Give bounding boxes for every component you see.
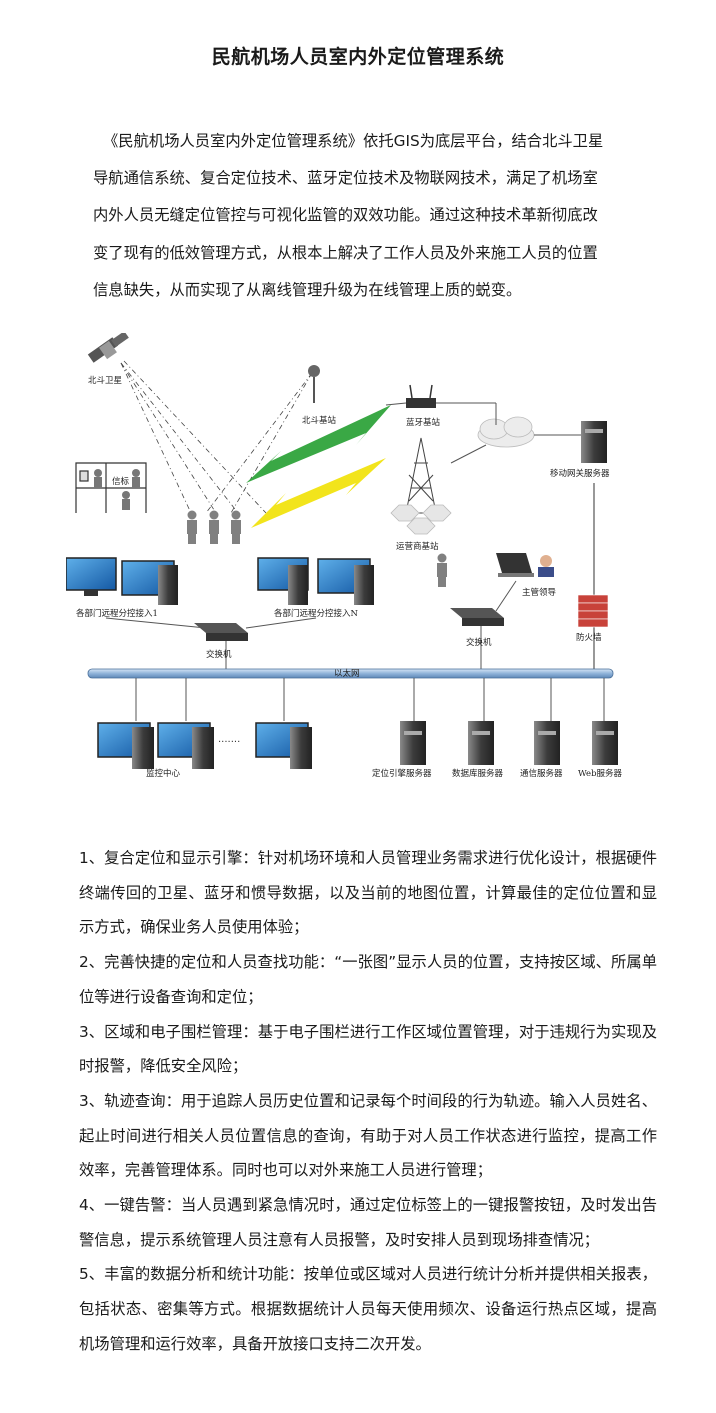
system-architecture-diagram: 北斗卫星 北斗基站 信标 蓝牙基站 bbox=[65, 331, 626, 783]
switch-right-icon bbox=[450, 608, 504, 626]
feature-item: 3、轨迹查询：用于追踪人员历史位置和记录每个时间段的行为轨迹。输入人员姓名、起止… bbox=[79, 1091, 657, 1180]
web-server-icon bbox=[592, 721, 618, 765]
feature-item: 3、区域和电子围栏管理：基于电子围栏进行工作区域位置管理，对于违规行为实现及时报… bbox=[79, 1022, 657, 1076]
base-station-label: 北斗基站 bbox=[302, 415, 337, 426]
lightning-yellow-icon bbox=[251, 458, 386, 528]
bluetooth-station-icon bbox=[406, 384, 436, 408]
operator-station-label: 运营商基站 bbox=[396, 541, 439, 552]
svg-text:·······: ······· bbox=[218, 737, 240, 748]
comm-server-label: 通信服务器 bbox=[520, 768, 563, 779]
web-server-label: Web服务器 bbox=[578, 768, 623, 779]
coverage-hexagons bbox=[390, 504, 452, 535]
person-icons-building bbox=[94, 469, 140, 510]
bluetooth-station-label: 蓝牙基站 bbox=[406, 417, 441, 428]
positioning-engine-server-icon bbox=[400, 721, 426, 765]
person-icons-outdoor bbox=[187, 510, 241, 544]
satellite-label: 北斗卫星 bbox=[88, 376, 122, 386]
positioning-server-label: 定位引擎服务器 bbox=[372, 768, 432, 779]
feature-item: 2、完善快捷的定位和人员查找功能：“一张图”显示人员的位置，支持按区域、所属单位… bbox=[79, 953, 657, 1006]
cloud-icon bbox=[477, 416, 535, 448]
monitor-center-workstations: ······· bbox=[97, 722, 312, 769]
communication-server-icon bbox=[534, 721, 560, 765]
database-server-label: 数据库服务器 bbox=[452, 768, 504, 779]
person-icon-staff bbox=[437, 553, 447, 587]
satellite-icon bbox=[87, 331, 129, 363]
cell-tower-icon bbox=[405, 437, 437, 514]
monitor-center-label: 监控中心 bbox=[146, 768, 181, 779]
mobile-gateway-server-icon bbox=[581, 421, 607, 463]
beidou-base-station-icon bbox=[308, 365, 320, 403]
supervisor-label: 主管领导 bbox=[522, 587, 557, 598]
remote-access-n-label: 各部门远程分控接入N bbox=[274, 608, 359, 619]
remote-access-1-label: 各部门远程分控接入1 bbox=[76, 608, 158, 619]
satellite-signal-lines bbox=[120, 360, 313, 514]
switch-left-icon bbox=[194, 623, 248, 641]
feature-item: 5、丰富的数据分析和统计功能：按单位或区域对人员进行统计分析并提供相关报表，包括… bbox=[79, 1265, 657, 1353]
intro-paragraph: 《民航机场人员室内外定位管理系统》依托GIS为底层平台，结合北斗卫星导航通信系统… bbox=[93, 123, 613, 309]
supervisor-icon bbox=[538, 555, 554, 577]
beacon-label: 信标 bbox=[112, 476, 130, 487]
remote-access-workstations-1 bbox=[65, 557, 178, 605]
feature-list: 1、复合定位和显示引擎：针对机场环境和人员管理业务需求进行优化设计，根据硬件终端… bbox=[79, 841, 657, 1362]
laptop-icon bbox=[496, 553, 534, 577]
remote-access-workstations-n bbox=[257, 557, 374, 605]
bus-drop-lines bbox=[135, 678, 605, 721]
intro-text: 《民航机场人员室内外定位管理系统》依托GIS为底层平台，结合北斗卫星导航通信系统… bbox=[93, 132, 604, 299]
firewall-label: 防火墙 bbox=[576, 632, 602, 643]
ethernet-bus bbox=[87, 668, 614, 679]
mobile-gateway-label: 移动网关服务器 bbox=[550, 468, 610, 479]
ethernet-label: 以太网 bbox=[334, 668, 360, 679]
feature-item: 1、复合定位和显示引擎：针对机场环境和人员管理业务需求进行优化设计，根据硬件终端… bbox=[79, 849, 657, 937]
switch-left-label: 交换机 bbox=[206, 649, 232, 660]
link-bolt-bluetooth bbox=[385, 402, 407, 406]
page-title: 民航机场人员室内外定位管理系统 bbox=[211, 46, 505, 68]
lightning-green-icon bbox=[246, 405, 391, 483]
firewall-icon bbox=[577, 594, 609, 628]
switch-right-label: 交换机 bbox=[466, 637, 492, 648]
feature-item: 4、一键告警：当人员遇到紧急情况时，通过定位标签上的一键报警按钮，及时发出告警信… bbox=[79, 1196, 657, 1249]
database-server-icon bbox=[468, 721, 494, 765]
